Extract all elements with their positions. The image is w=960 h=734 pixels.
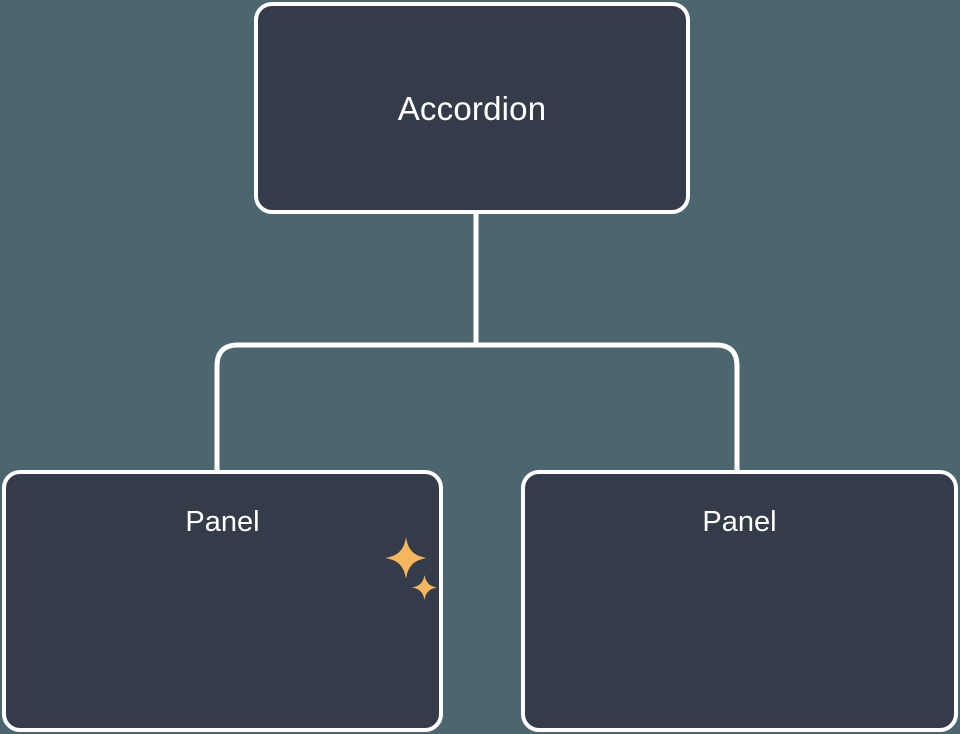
node-title: Panel — [702, 506, 777, 538]
connector-branch-bus — [214, 342, 740, 472]
node-title: Accordion — [397, 89, 547, 127]
node-title: Panel — [185, 506, 260, 538]
tree-node-accordion[interactable]: Accordion — [254, 2, 690, 214]
sparkle-large-icon — [384, 536, 428, 580]
tree-node-panel-inactive[interactable]: Panel — [521, 470, 958, 732]
sparkle-small-icon — [411, 574, 438, 601]
tree-node-panel-active[interactable]: Panel — [2, 470, 443, 732]
